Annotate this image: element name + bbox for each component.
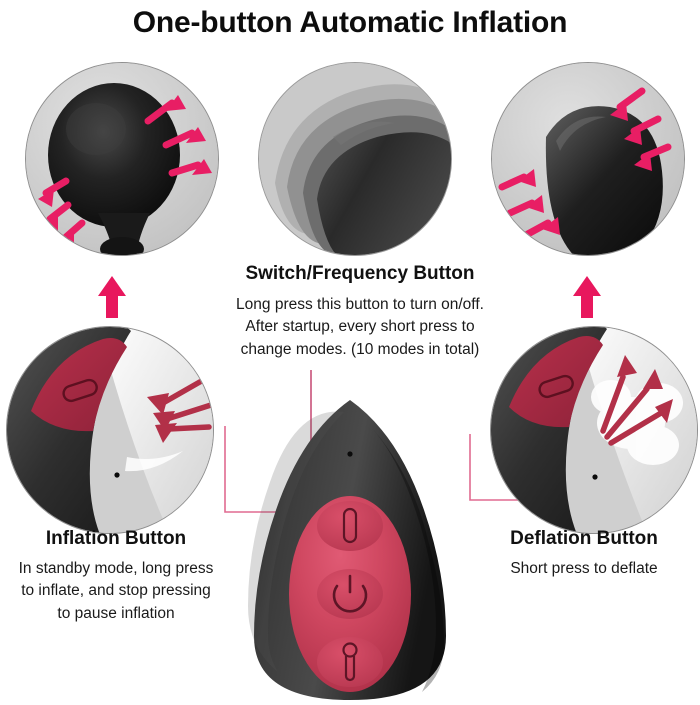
callout-inflation-line-3: to pause inflation bbox=[57, 604, 175, 622]
callout-inflation-line-2: to inflate, and stop pressing bbox=[21, 582, 211, 600]
callout-inflation-line-1: In standby mode, long press bbox=[18, 559, 214, 577]
deflation-slot-glyph bbox=[538, 374, 574, 399]
button-deflate[interactable] bbox=[317, 637, 383, 687]
button-inflate[interactable] bbox=[317, 501, 383, 551]
device-inflatable-massager-remote bbox=[232, 398, 468, 700]
callout-deflation-heading: Deflation Button bbox=[510, 528, 658, 549]
deflate-keyhole-glyph bbox=[342, 642, 358, 682]
inset-inflated-bulb-closeup bbox=[25, 62, 219, 256]
page-title: One-button Automatic Inflation bbox=[132, 6, 568, 39]
inset-device-body-closeup bbox=[258, 62, 452, 256]
callout-deflation: Deflation Button Short press to deflate bbox=[470, 527, 698, 580]
callout-deflation-line-1: Short press to deflate bbox=[510, 559, 658, 577]
callout-switch-line-1: Long press this button to turn on/off. bbox=[236, 295, 484, 313]
inflate-slot-glyph bbox=[342, 507, 358, 544]
up-arrow-right bbox=[573, 276, 601, 318]
power-symbol-glyph bbox=[332, 574, 368, 613]
callout-switch-line-3: change modes. (10 modes in total) bbox=[240, 340, 480, 358]
callout-switch-heading: Switch/Frequency Button bbox=[245, 263, 475, 284]
inflated-bulb-art bbox=[26, 63, 218, 255]
callout-switch-line-2: After startup, every short press to bbox=[245, 318, 475, 336]
deflation-closeup-art bbox=[491, 327, 697, 533]
button-power[interactable] bbox=[317, 569, 383, 619]
device-body-art bbox=[259, 63, 451, 255]
inset-deflated-bulb-closeup bbox=[491, 62, 685, 256]
callout-inflation: Inflation Button In standby mode, long p… bbox=[2, 527, 230, 625]
inflation-closeup-art bbox=[7, 327, 213, 533]
up-arrow-left bbox=[98, 276, 126, 318]
device-art bbox=[248, 400, 446, 700]
inset-inflation-button-closeup bbox=[6, 326, 214, 534]
deflated-bulb-art bbox=[492, 63, 684, 255]
led-indicator-dot bbox=[347, 451, 353, 457]
callout-switch-frequency: Switch/Frequency Button Long press this … bbox=[190, 262, 530, 361]
callout-inflation-heading: Inflation Button bbox=[45, 528, 187, 549]
inset-deflation-button-closeup bbox=[490, 326, 698, 534]
inflation-slot-glyph bbox=[62, 378, 98, 403]
